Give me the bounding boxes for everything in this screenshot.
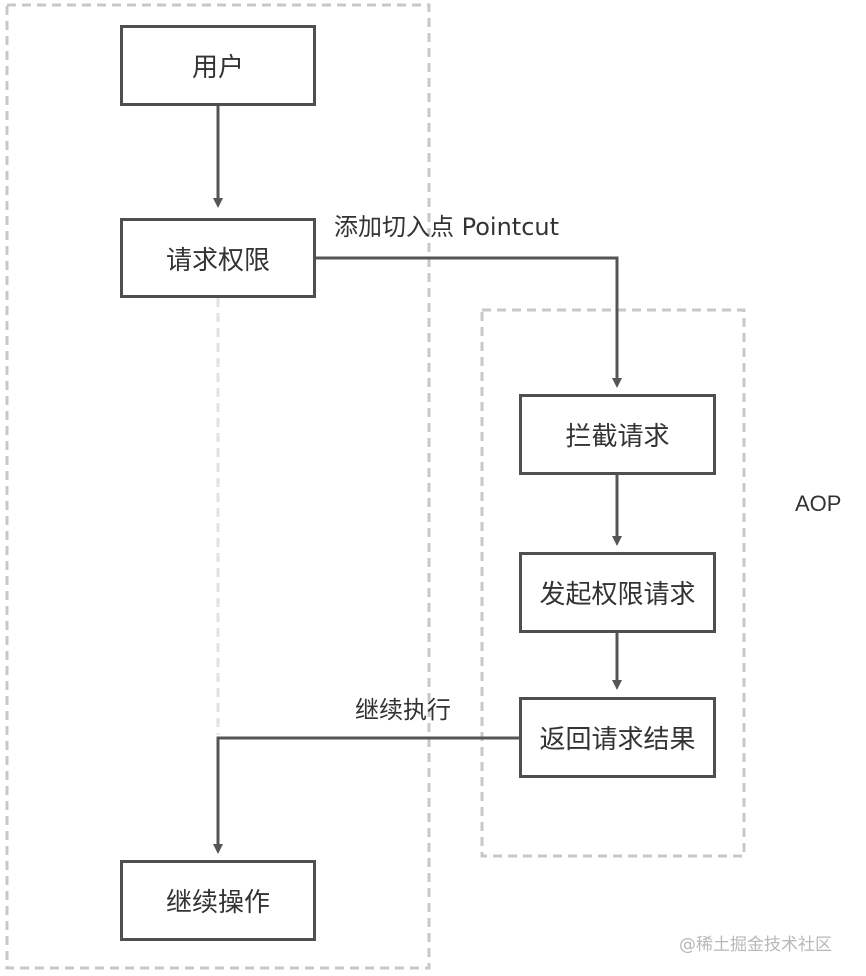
node-initiate-permission-request-label: 发起权限请求 [539, 580, 696, 610]
edge-label-continue-execution: 继续执行 [355, 696, 451, 724]
node-user: 用户 [120, 25, 316, 106]
aop-group-label: AOP [795, 491, 842, 516]
node-continue-operation: 继续操作 [120, 860, 316, 941]
node-initiate-permission-request: 发起权限请求 [519, 552, 716, 633]
node-request-permission: 请求权限 [120, 218, 316, 298]
connector-return-to-continue [213, 736, 519, 854]
edge-label-pointcut: 添加切入点 Pointcut [334, 213, 560, 241]
node-intercept-request: 拦截请求 [519, 394, 716, 475]
connector-request-to-intercept [316, 256, 622, 388]
node-request-permission-label: 请求权限 [165, 245, 270, 276]
aop-group-outline [480, 308, 746, 858]
node-continue-operation-label: 继续操作 [165, 888, 270, 918]
node-return-result: 返回请求结果 [519, 697, 716, 778]
node-intercept-request-label: 拦截请求 [565, 422, 670, 452]
node-return-result-label: 返回请求结果 [539, 725, 696, 755]
node-user-label: 用户 [191, 53, 244, 83]
left-group-outline [5, 3, 431, 970]
watermark: @稀土掘金技术社区 [679, 935, 832, 955]
